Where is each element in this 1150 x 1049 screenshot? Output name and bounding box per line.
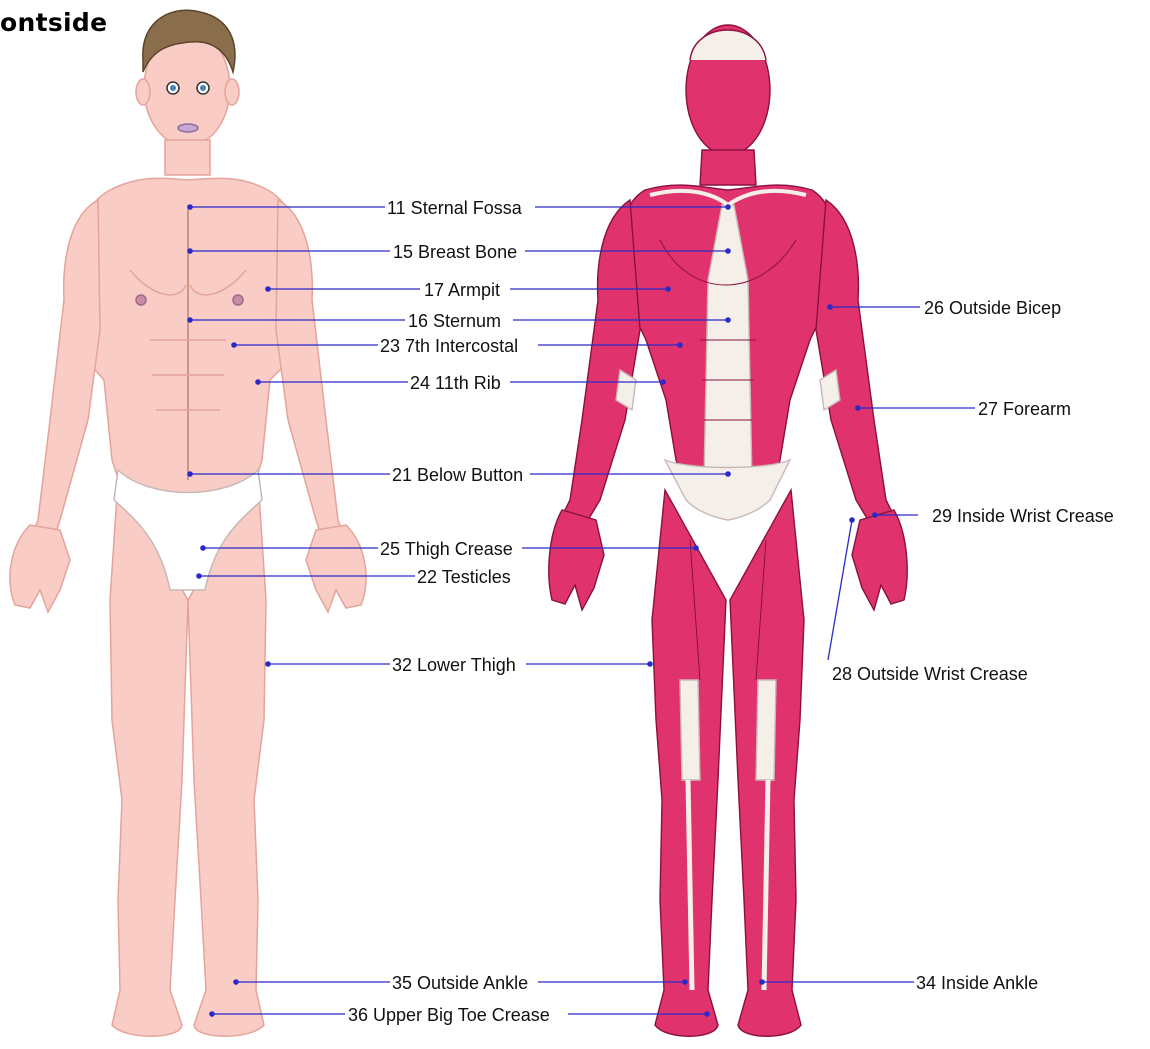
label-below-button: 21 Below Button: [392, 465, 523, 485]
label-intercostal: 23 7th Intercostal: [380, 336, 518, 356]
muscle-left-hand: [549, 510, 604, 610]
label-inside-ankle: 34 Inside Ankle: [916, 973, 1038, 993]
label-forearm: 27 Forearm: [978, 399, 1071, 419]
label-outside-wrist: 28 Outside Wrist Crease: [832, 664, 1028, 684]
left-hand: [10, 525, 70, 612]
label-testicles: 22 Testicles: [417, 567, 511, 587]
muscle-right-arm: [816, 200, 896, 525]
label-sternum: 16 Sternum: [408, 311, 501, 331]
label-sternal-fossa: 11 Sternal Fossa: [387, 198, 523, 218]
label-lower-thigh: 32 Lower Thigh: [392, 655, 516, 675]
label-rib: 24 11th Rib: [410, 373, 501, 393]
left-arm: [30, 200, 100, 545]
muscle-right-hand: [852, 510, 907, 610]
skin-figure: [10, 10, 366, 1036]
label-breast-bone: 15 Breast Bone: [393, 242, 517, 262]
label-thigh-crease: 25 Thigh Crease: [380, 539, 513, 559]
right-hand: [306, 525, 366, 612]
label-big-toe: 36 Upper Big Toe Crease: [348, 1005, 550, 1025]
right-arm: [276, 200, 346, 545]
label-outside-ankle: 35 Outside Ankle: [392, 973, 528, 993]
muscle-left-arm: [560, 200, 640, 525]
label-armpit: 17 Armpit: [424, 280, 500, 300]
label-inside-wrist: 29 Inside Wrist Crease: [932, 506, 1114, 526]
label-outside-bicep: 26 Outside Bicep: [924, 298, 1061, 318]
muscle-figure: [549, 25, 907, 1036]
